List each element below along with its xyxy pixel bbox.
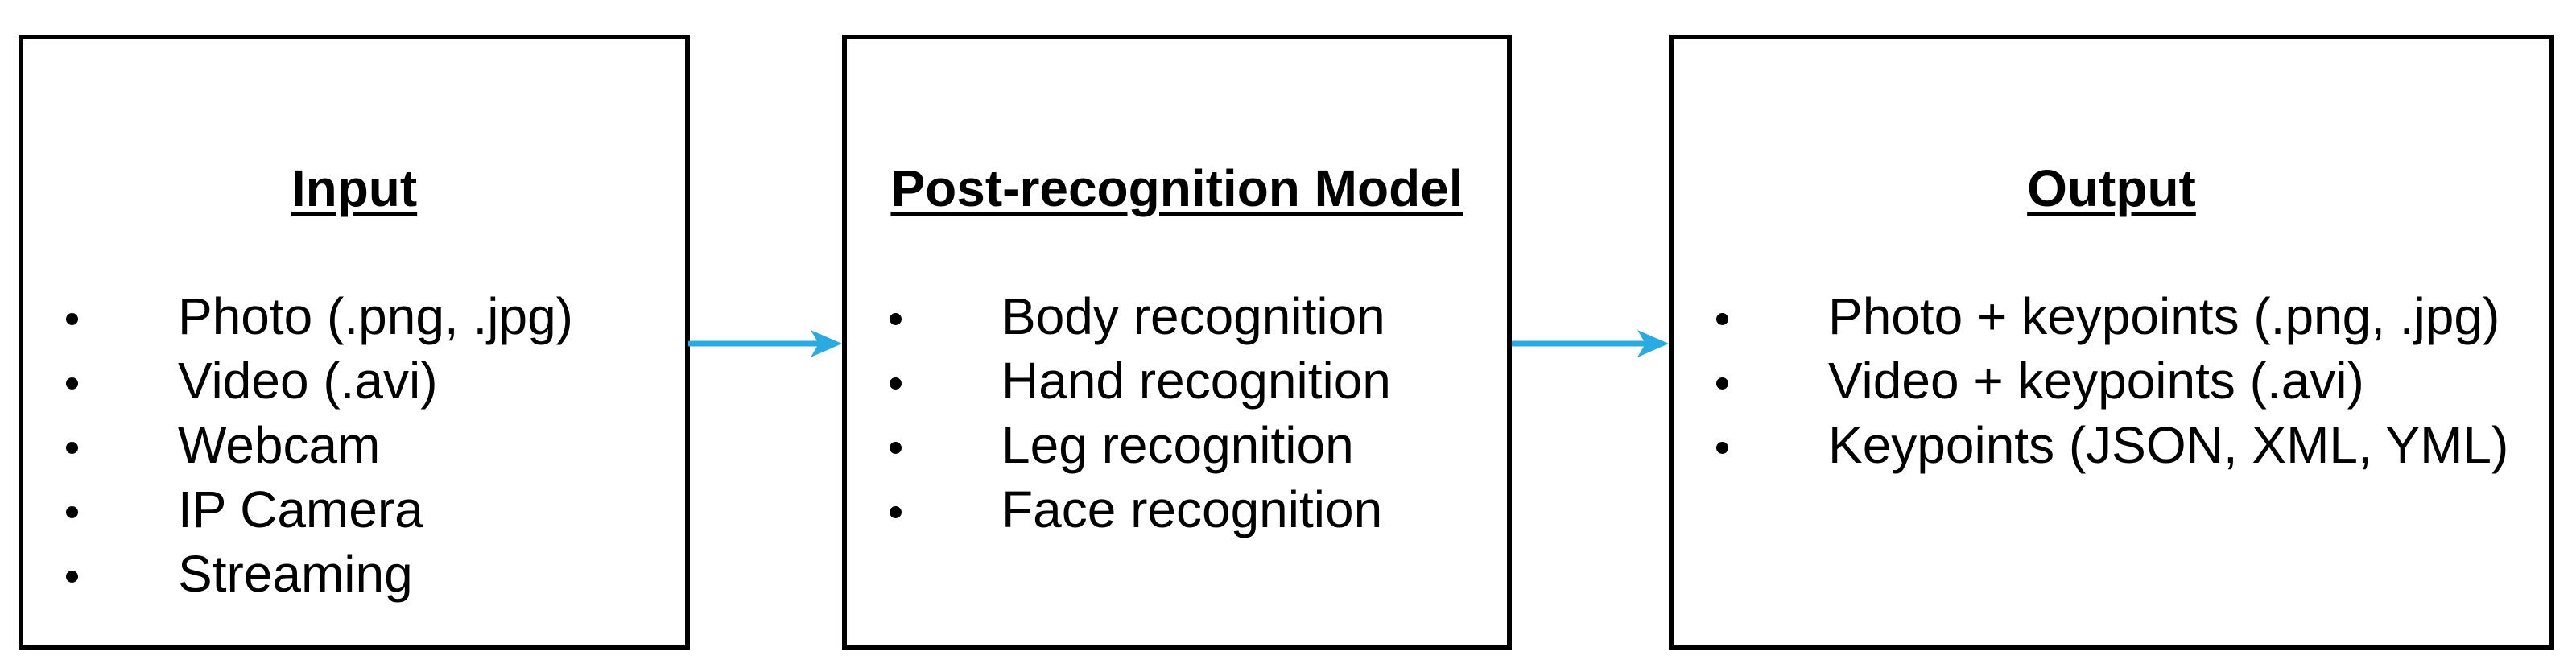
list-item: Video + keypoints (.avi) [1674, 348, 2549, 413]
list-item-label: Photo (.png, .jpg) [178, 287, 573, 345]
list-item: Leg recognition [847, 413, 1507, 477]
list-item: Photo (.png, .jpg) [23, 284, 685, 348]
list-item-label: IP Camera [178, 480, 423, 538]
list-item-label: Video + keypoints (.avi) [1828, 352, 2364, 410]
bullet-icon [66, 442, 78, 454]
list-item: Keypoints (JSON, XML, YML) [1674, 413, 2549, 477]
list-item: Hand recognition [847, 348, 1507, 413]
list-item-label: Webcam [178, 416, 381, 474]
bullet-icon [890, 313, 902, 325]
input-list: Photo (.png, .jpg) Video (.avi) Webcam I… [23, 284, 685, 606]
list-item: Photo + keypoints (.png, .jpg) [1674, 284, 2549, 348]
bullet-icon [66, 571, 78, 583]
list-item: Webcam [23, 413, 685, 477]
input-box-title: Input [23, 156, 685, 221]
post-recognition-model-box-title: Post-recognition Model [847, 156, 1507, 221]
list-item-label: Photo + keypoints (.png, .jpg) [1828, 287, 2500, 345]
list-item: IP Camera [23, 477, 685, 542]
list-item: Face recognition [847, 477, 1507, 542]
list-item: Body recognition [847, 284, 1507, 348]
output-list: Photo + keypoints (.png, .jpg) Video + k… [1674, 284, 2549, 477]
list-item-label: Body recognition [1001, 287, 1385, 345]
bullet-icon [66, 313, 78, 325]
list-item: Streaming [23, 542, 685, 606]
arrow-input-to-model-icon [688, 330, 842, 357]
output-title-text: Output [2027, 159, 2196, 217]
bullet-icon [890, 377, 902, 390]
list-item-label: Keypoints (JSON, XML, YML) [1828, 416, 2509, 474]
bullet-icon [1716, 313, 1728, 325]
bullet-icon [1716, 442, 1728, 454]
list-item-label: Video (.avi) [178, 352, 438, 410]
list-item-label: Leg recognition [1001, 416, 1354, 474]
arrow-head-icon [1637, 330, 1669, 357]
arrow-head-icon [811, 330, 842, 357]
post-recognition-model-box: Post-recognition Model Body recognition … [842, 35, 1512, 650]
post-recognition-model-list: Body recognition Hand recognition Leg re… [847, 284, 1507, 542]
list-item: Video (.avi) [23, 348, 685, 413]
bullet-icon [66, 377, 78, 390]
bullet-icon [66, 506, 78, 518]
list-item-label: Face recognition [1001, 480, 1383, 538]
input-title-text: Input [291, 159, 418, 217]
list-item-label: Streaming [178, 545, 413, 603]
list-item-label: Hand recognition [1001, 352, 1391, 410]
output-box: Output Photo + keypoints (.png, .jpg) Vi… [1669, 35, 2554, 650]
bullet-icon [1716, 377, 1728, 390]
arrow-model-to-output-icon [1512, 330, 1669, 357]
input-box: Input Photo (.png, .jpg) Video (.avi) We… [19, 35, 690, 650]
bullet-icon [890, 442, 902, 454]
post-recognition-model-title-text: Post-recognition Model [890, 159, 1463, 217]
output-box-title: Output [1674, 156, 2549, 221]
bullet-icon [890, 506, 902, 518]
